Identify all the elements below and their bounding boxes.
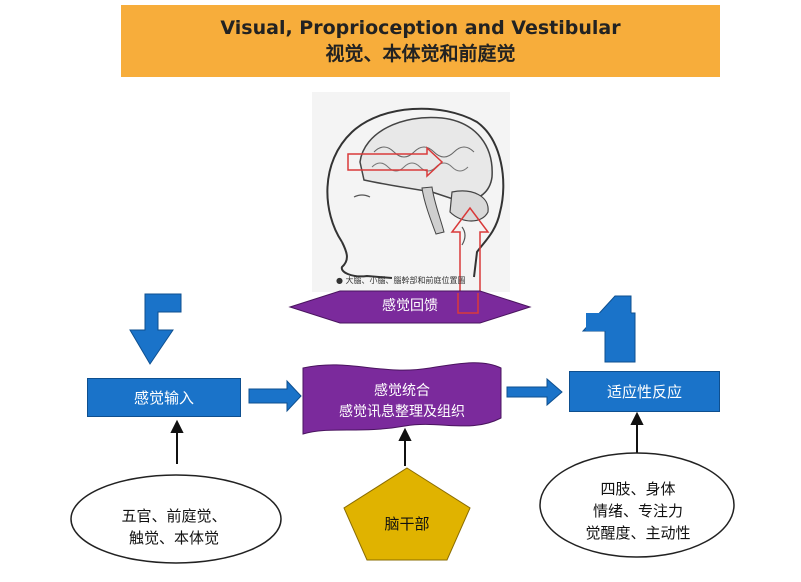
outcomes-line-3: 觉醒度、主动性 — [585, 524, 691, 542]
feedback-path-arrow — [347, 146, 444, 178]
elbow-arrow-down — [129, 293, 182, 365]
feedback-hexagon — [288, 290, 532, 324]
adaptive-response-box: 适应性反应 — [569, 371, 720, 412]
outcomes-line-1: 四肢、身体 — [600, 480, 676, 498]
brainstem-pentagon — [343, 467, 471, 561]
brain-caption: ● 大腦、小腦、腦幹部和前庭位置圖 — [336, 276, 466, 285]
sensory-input-box: 感觉输入 — [87, 378, 241, 417]
senses-ellipse — [70, 474, 282, 564]
input-to-integration-arrow — [248, 379, 302, 413]
outcomes-line-2: 情绪、专注力 — [592, 502, 683, 520]
integration-subtitle: 感觉讯息整理及组织 — [339, 404, 465, 420]
sensory-feedback-label: 感觉回馈 — [382, 298, 438, 314]
integration-title: 感觉统合 — [374, 383, 430, 399]
title-banner: Visual, Proprioception and Vestibular 视觉… — [121, 5, 720, 77]
brain-sketch — [326, 107, 505, 313]
outcomes-ellipse — [539, 452, 735, 558]
integration-to-response-arrow — [506, 377, 563, 407]
brainstem-label: 脑干部 — [384, 515, 430, 533]
integration-banner — [302, 362, 502, 435]
thin-arrows — [170, 411, 644, 466]
title-english: Visual, Proprioception and Vestibular — [220, 17, 621, 39]
brain-illustration: ● 大腦、小腦、腦幹部和前庭位置圖 — [312, 92, 510, 313]
senses-line-2: 触觉、本体觉 — [128, 529, 219, 547]
senses-line-1: 五官、前庭觉、 — [121, 507, 227, 525]
title-chinese: 视觉、本体觉和前庭觉 — [325, 43, 516, 65]
